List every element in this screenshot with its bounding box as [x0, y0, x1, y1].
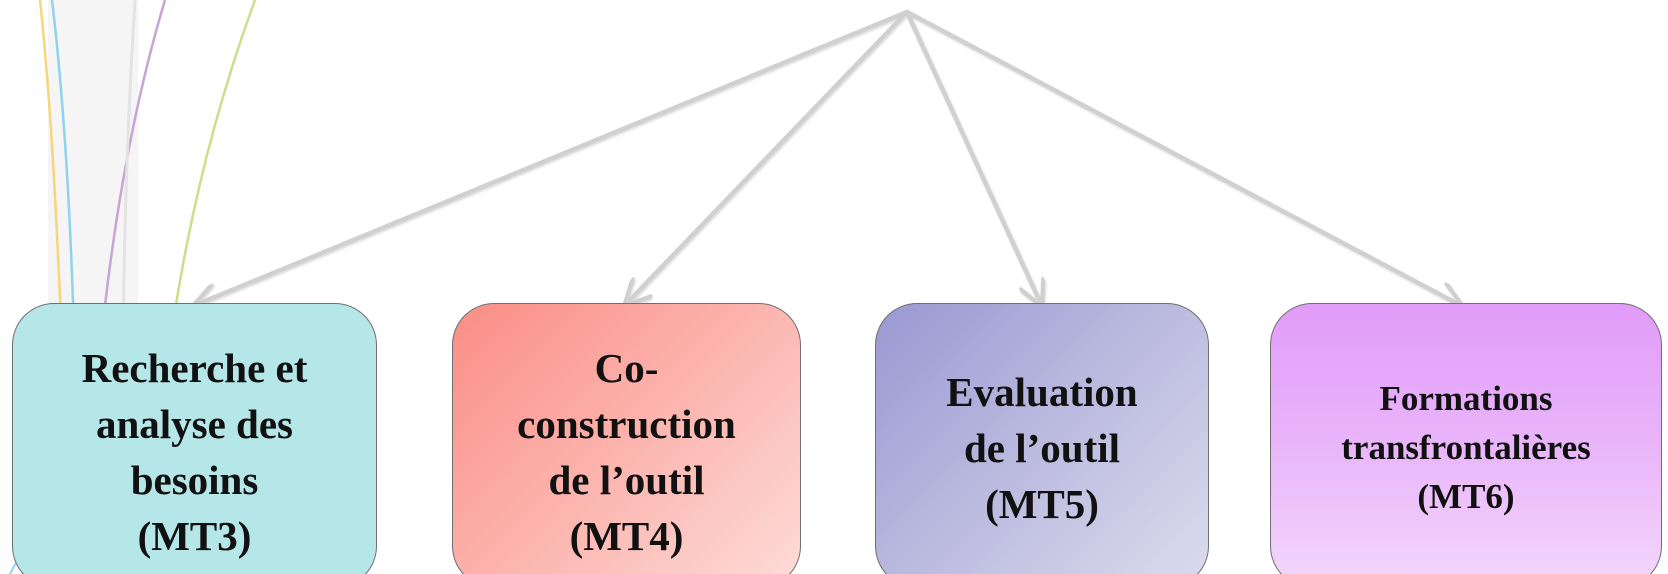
box-mt4-line-3: de l’outil — [548, 456, 705, 503]
arrow-to-mt3 — [198, 9, 910, 304]
box-mt5-evaluation: Evaluation de l’outil (MT5) — [875, 303, 1209, 574]
box-mt3-line-2: analyse des — [95, 400, 294, 447]
box-mt4-line-2: construction — [517, 400, 736, 447]
box-mt4-line-4: (MT4) — [569, 512, 684, 559]
box-mt6-line-1: Formations — [1379, 379, 1553, 418]
box-mt3-recherche: Recherche et analyse des besoins (MT3) — [12, 303, 377, 574]
box-mt6-formations: Formations transfrontalières (MT6) — [1270, 303, 1662, 574]
box-mt4-label: Co- construction de l’outil (MT4) — [517, 340, 736, 564]
box-mt5-line-2: de l’outil — [963, 424, 1121, 471]
arrow-to-mt5 — [904, 9, 1040, 302]
box-mt5-label: Evaluation de l’outil (MT5) — [946, 364, 1137, 532]
box-mt3-label: Recherche et analyse des besoins (MT3) — [82, 340, 308, 564]
box-mt6-line-3: (MT6) — [1417, 477, 1515, 516]
arrow-to-mt4 — [628, 9, 910, 302]
box-mt3-line-3: besoins — [130, 456, 259, 503]
box-mt3-line-4: (MT3) — [137, 512, 252, 559]
box-mt5-line-1: Evaluation — [946, 368, 1138, 415]
arrow-to-mt6 — [904, 9, 1458, 304]
box-mt6-line-2: transfrontalières — [1341, 428, 1591, 467]
box-mt5-line-3: (MT5) — [985, 480, 1099, 527]
box-mt4-coconstruction: Co- construction de l’outil (MT4) — [452, 303, 801, 574]
box-mt4-line-1: Co- — [594, 344, 659, 391]
box-mt3-line-1: Recherche et — [81, 344, 308, 391]
box-mt6-label: Formations transfrontalières (MT6) — [1341, 374, 1591, 521]
